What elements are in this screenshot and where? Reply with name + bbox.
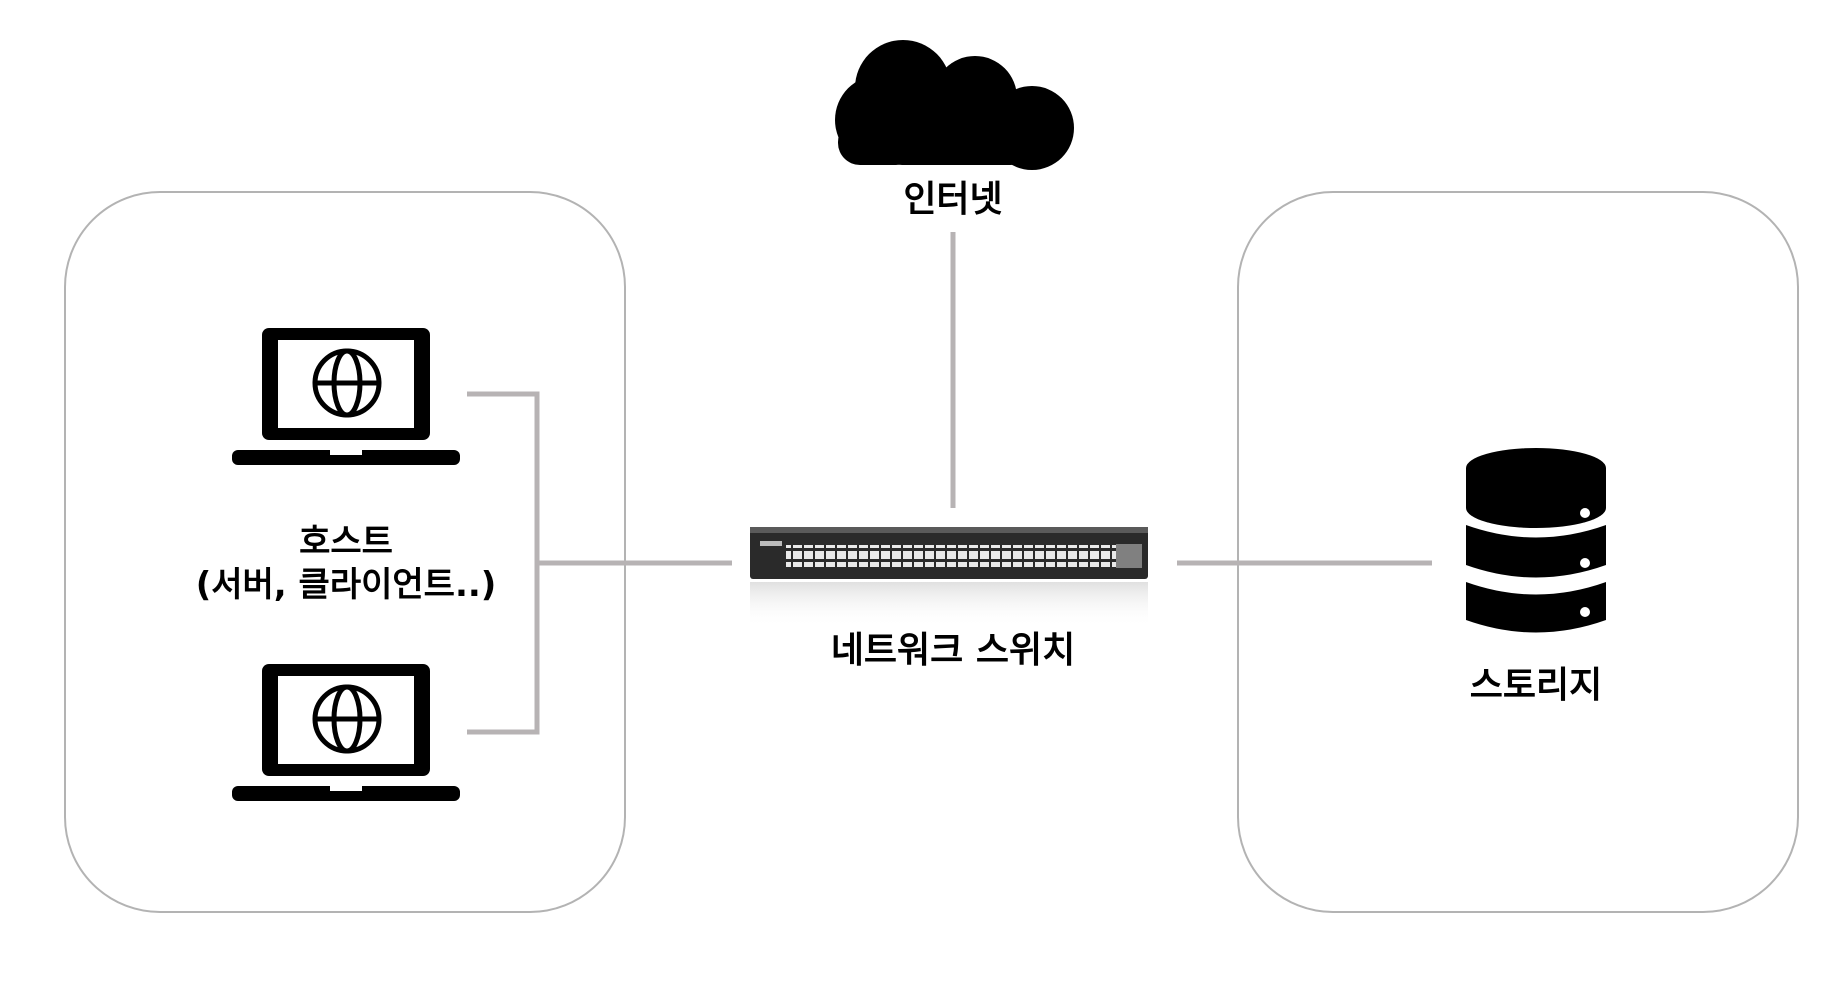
- switch-label: 네트워크 스위치: [831, 630, 1075, 671]
- network-switch-icon: [750, 527, 1148, 627]
- globe-icon: [312, 684, 382, 754]
- storage-group-panel: [1237, 191, 1799, 913]
- globe-icon: [312, 348, 382, 418]
- internet-label: 인터넷: [903, 179, 1002, 220]
- cloud-icon: [835, 40, 1074, 170]
- connector-lines: [467, 232, 1432, 735]
- host-sublabel: (서버, 클라이언트..): [196, 565, 497, 605]
- host-group-panel: [64, 191, 626, 913]
- host-label: 호스트: [299, 522, 393, 562]
- laptop-globe-icon: [232, 328, 460, 465]
- database-icon: [1466, 448, 1606, 633]
- storage-label: 스토리지: [1470, 665, 1602, 706]
- host-bracket-line: [467, 391, 540, 735]
- laptop-globe-icon: [232, 664, 460, 801]
